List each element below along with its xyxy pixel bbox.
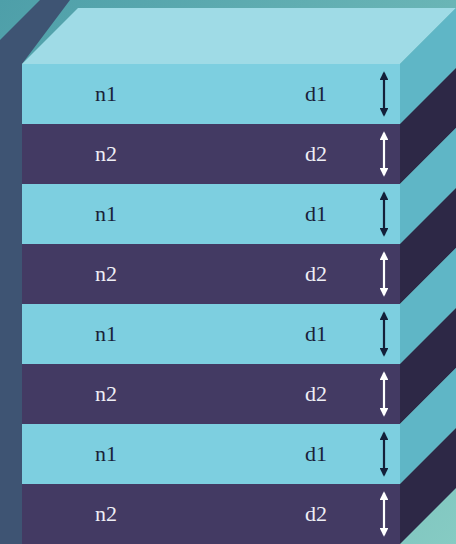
thickness-label: d1 <box>305 443 327 465</box>
thickness-arrows <box>383 73 385 535</box>
thickness-label: d1 <box>305 203 327 225</box>
layer-band: n2 d2 <box>22 364 400 424</box>
front-face <box>22 364 400 424</box>
thickness-label: d1 <box>305 83 327 105</box>
layer-band: n2 d2 <box>22 484 400 544</box>
side-face <box>400 428 456 544</box>
thickness-arrow <box>383 433 385 475</box>
front-face <box>22 64 400 124</box>
front-face <box>22 484 400 544</box>
thickness-label: d2 <box>305 143 327 165</box>
thickness-label: d1 <box>305 323 327 345</box>
layer-band: n1 d1 <box>22 184 400 244</box>
thickness-label: d2 <box>305 383 327 405</box>
thickness-arrow <box>383 193 385 235</box>
thickness-label: d2 <box>305 503 327 525</box>
thickness-arrow <box>383 133 385 175</box>
thickness-arrow <box>383 313 385 355</box>
thickness-arrow <box>383 373 385 415</box>
refractive-index-label: n1 <box>95 323 117 345</box>
top-face <box>22 8 456 64</box>
layer-band: n1 d1 <box>22 304 400 364</box>
side-faces <box>400 8 456 544</box>
refractive-index-label: n1 <box>95 203 117 225</box>
front-face <box>22 184 400 244</box>
refractive-index-label: n2 <box>95 143 117 165</box>
refractive-index-label: n2 <box>95 383 117 405</box>
front-face <box>22 424 400 484</box>
thickness-arrow <box>383 493 385 535</box>
refractive-index-label: n2 <box>95 503 117 525</box>
refractive-index-label: n2 <box>95 263 117 285</box>
refractive-index-label: n1 <box>95 83 117 105</box>
front-face <box>22 124 400 184</box>
refractive-index-label: n1 <box>95 443 117 465</box>
layer-band: n2 d2 <box>22 124 400 184</box>
layer-band: n1 d1 <box>22 424 400 484</box>
front-face <box>22 244 400 304</box>
thickness-arrow <box>383 73 385 115</box>
front-faces <box>22 64 400 544</box>
thickness-arrow <box>383 253 385 295</box>
front-face <box>22 304 400 364</box>
thickness-label: d2 <box>305 263 327 285</box>
layer-band: n1 d1 <box>22 64 400 124</box>
layer-band: n2 d2 <box>22 244 400 304</box>
